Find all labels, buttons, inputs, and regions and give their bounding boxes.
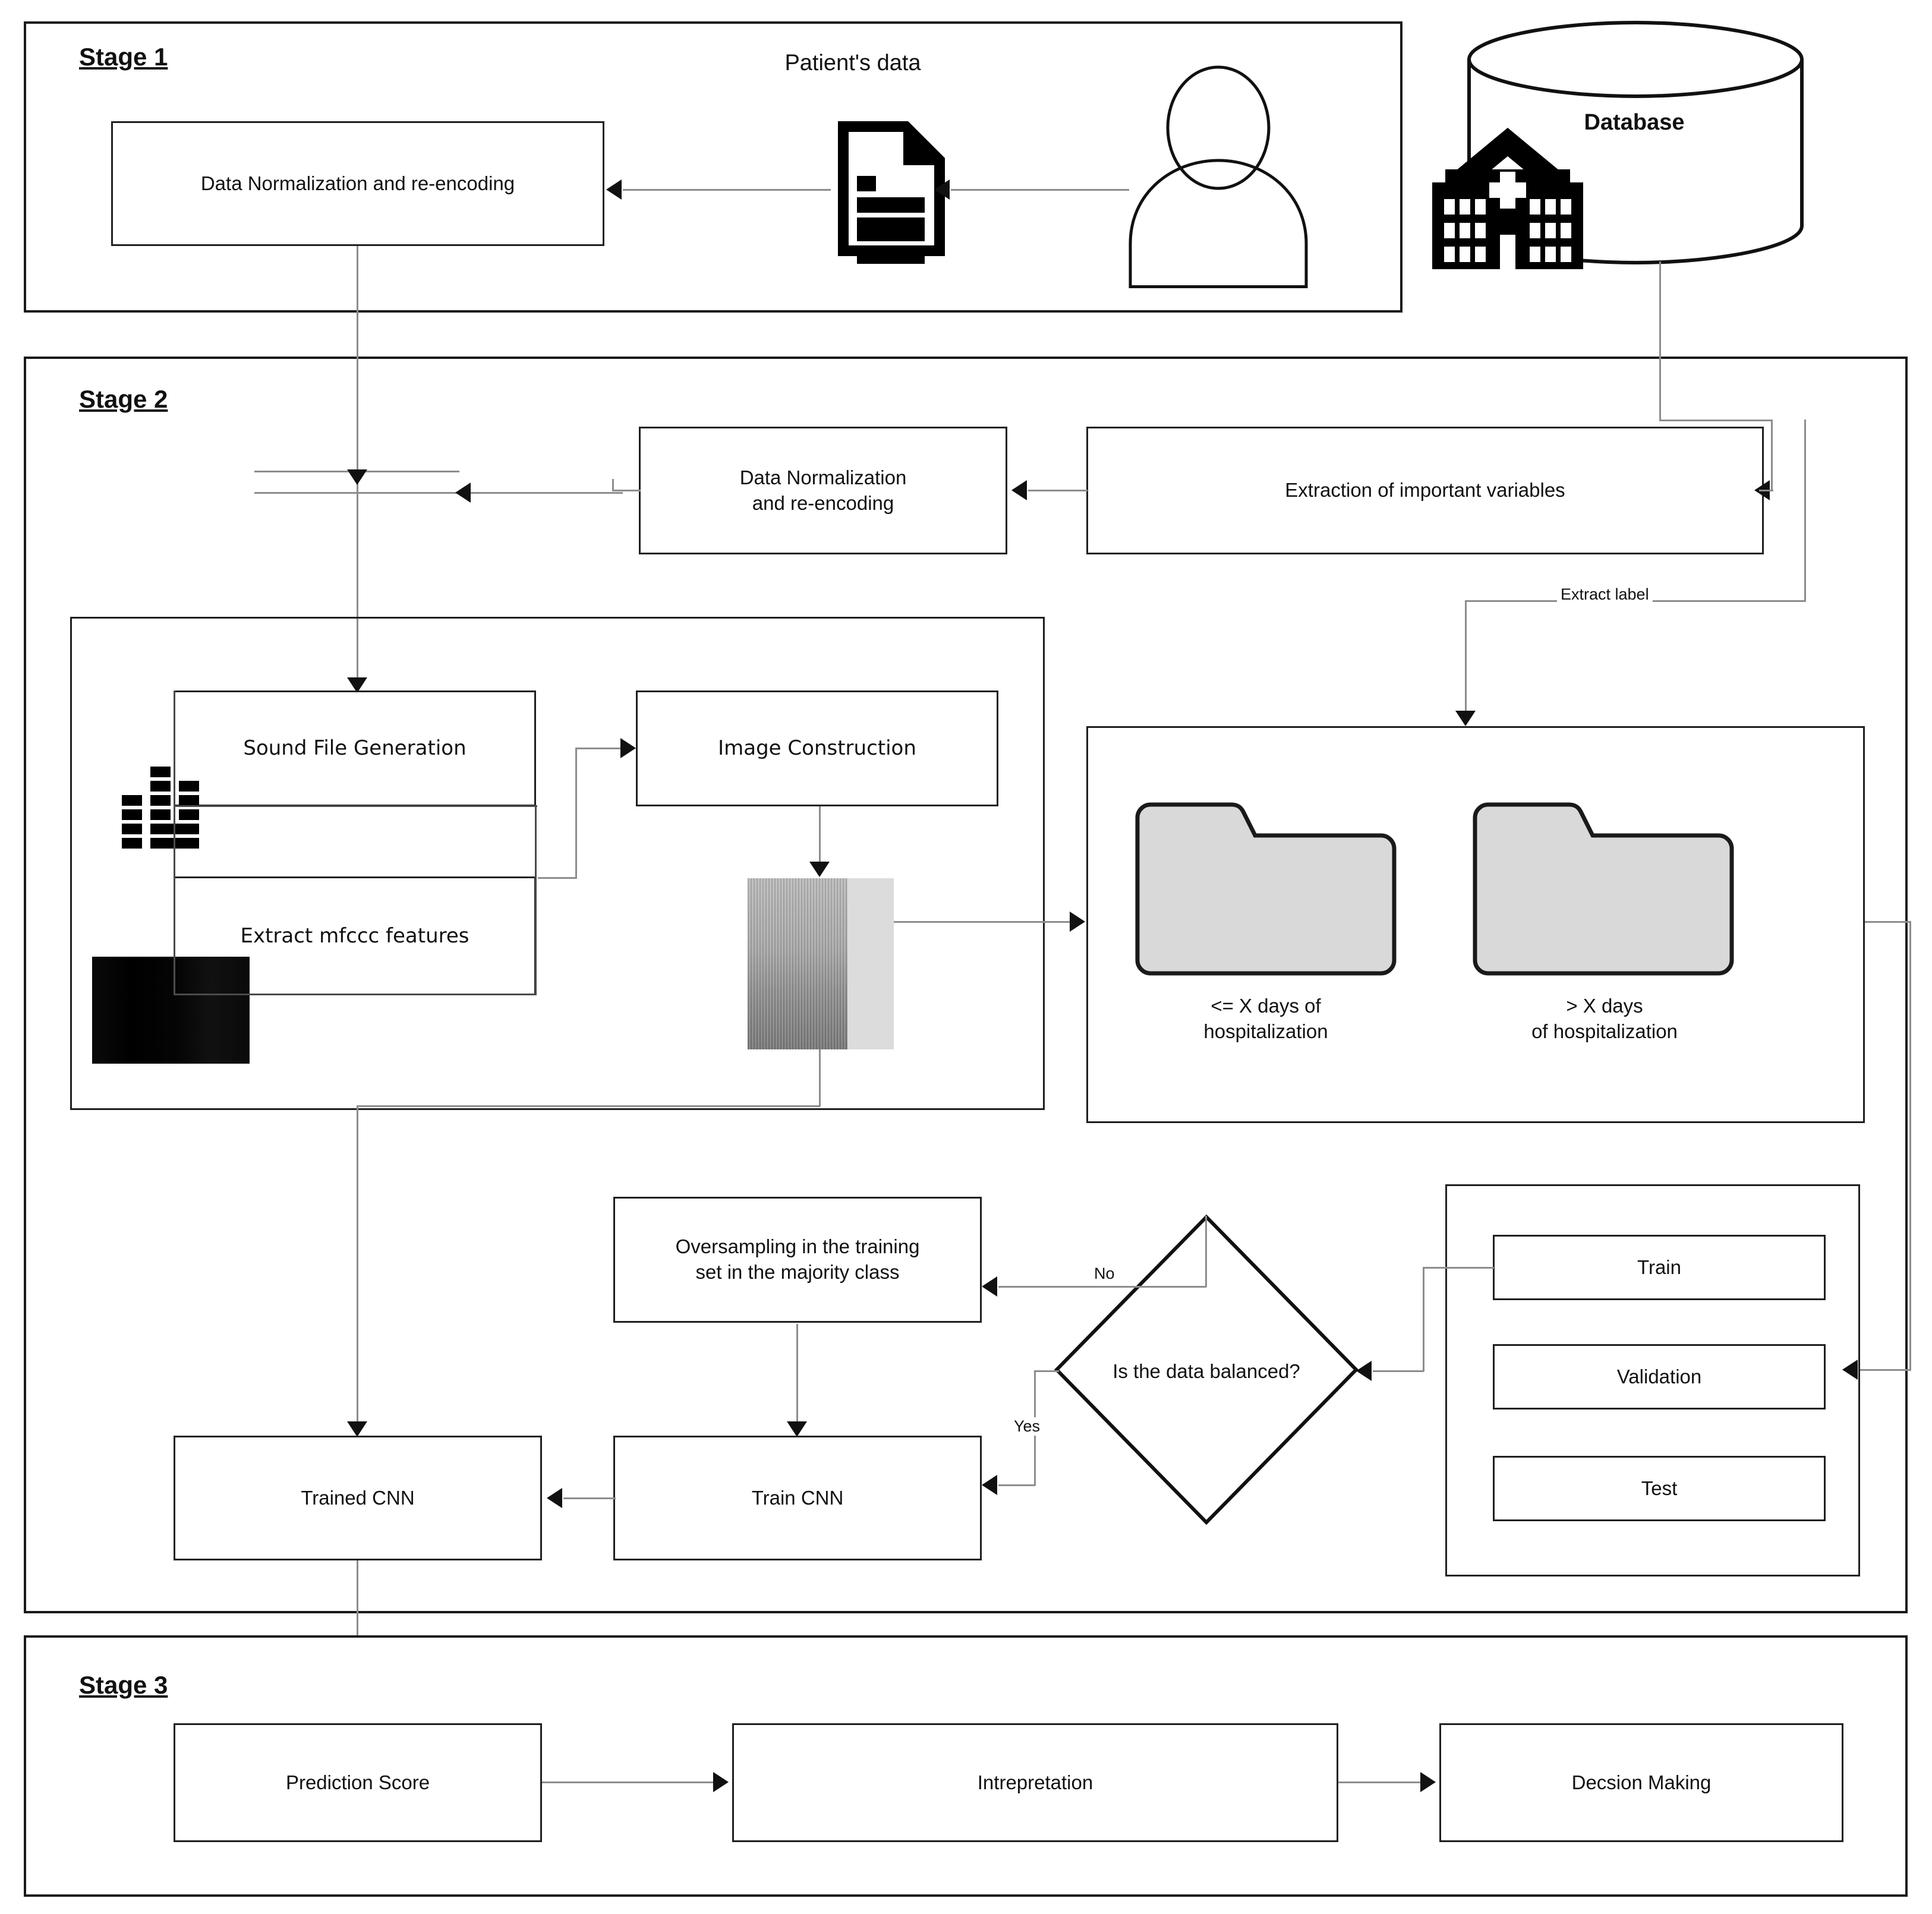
arrow-into-image-construction xyxy=(620,738,636,758)
arrow-to-document xyxy=(934,179,950,200)
arrow-down-to-soundfile xyxy=(347,677,367,693)
prediction-score-box[interactable]: Prediction Score xyxy=(174,1723,542,1842)
edge-to-image-construction xyxy=(575,748,623,749)
extract-mfccc-features-box[interactable]: Extract mfccc features xyxy=(174,876,536,995)
edge-yes-h1 xyxy=(1034,1370,1059,1372)
decision-diamond[interactable]: Is the data balanced? xyxy=(1052,1212,1361,1530)
folder-icon-le-x-days[interactable] xyxy=(1129,801,1402,982)
edge-db-down-1 xyxy=(1659,261,1661,421)
arrow-into-oversampling xyxy=(982,1276,997,1297)
edge-db-h-1 xyxy=(1659,420,1772,421)
stage-3-label: Stage 3 xyxy=(79,1671,168,1699)
person-icon xyxy=(1117,65,1319,291)
edge-label-no: No xyxy=(1091,1265,1118,1283)
edge-spectro-down xyxy=(819,1049,821,1106)
edge-split-in-h xyxy=(1859,1369,1911,1371)
stage-1-label: Stage 1 xyxy=(79,43,168,71)
sound-file-generation-box[interactable]: Sound File Generation xyxy=(174,690,536,806)
edge-yes-h2 xyxy=(998,1484,1035,1486)
document-icon-lines xyxy=(857,226,928,276)
decsion-making-box[interactable]: Decsion Making xyxy=(1439,1723,1843,1842)
stage2-data-normalization-box[interactable]: Data Normalization and re-encoding xyxy=(639,427,1007,554)
edge-spectro-down-h xyxy=(357,1105,820,1107)
document-icon xyxy=(832,119,951,261)
decision-diamond-label: Is the data balanced? xyxy=(1112,1360,1300,1382)
arrow-to-stage2-normalization xyxy=(1011,480,1027,500)
edge-sound-right xyxy=(174,805,537,807)
edge-db-to-extraction xyxy=(1759,490,1773,491)
edge-train-to-decision-h1 xyxy=(1423,1267,1494,1269)
hospital-icon xyxy=(1422,128,1594,273)
dataset-split-group xyxy=(1445,1184,1860,1576)
folders-group xyxy=(1086,726,1865,1123)
train-cnn-box[interactable]: Train CNN xyxy=(613,1436,982,1560)
image-construction-box[interactable]: Image Construction xyxy=(636,690,998,806)
database-label: Database xyxy=(1584,110,1685,135)
split-item-train[interactable]: Train xyxy=(1493,1235,1826,1300)
edge-person-to-document xyxy=(951,189,1129,191)
intrepretation-box[interactable]: Intrepretation xyxy=(732,1723,1338,1842)
arrow-into-folder-group xyxy=(1070,912,1085,932)
edge-document-to-normalization xyxy=(623,189,831,191)
edge-mfcc-bottom xyxy=(174,994,536,995)
edge-oversampling-to-train xyxy=(796,1324,798,1425)
edge-norm-to-junction-h xyxy=(612,490,641,491)
extract-label-edge-text: Extract label xyxy=(1557,585,1653,604)
arrow-junction-left xyxy=(455,483,471,503)
audio-equalizer-icon xyxy=(116,767,211,853)
edge-train-to-decision-h2 xyxy=(1373,1370,1424,1372)
stage1-data-normalization-box[interactable]: Data Normalization and re-encoding xyxy=(111,121,604,246)
edge-train-to-trained xyxy=(563,1497,616,1499)
stage-2-label: Stage 2 xyxy=(79,385,168,413)
edge-folders-to-split-v xyxy=(1909,921,1911,1370)
trained-cnn-box[interactable]: Trained CNN xyxy=(174,1436,542,1560)
mfcc-feature-image xyxy=(92,957,250,1064)
edge-label-yes: Yes xyxy=(1010,1417,1044,1436)
edge-train-to-decision-v xyxy=(1423,1267,1424,1371)
edge-norm-to-junction-v xyxy=(612,479,614,491)
edge-to-image-construction-v xyxy=(575,748,577,878)
patients-data-label: Patient's data xyxy=(784,51,921,75)
edge-stage1-to-stage2 xyxy=(357,246,358,686)
arrow-into-trained-cnn-left xyxy=(547,1488,562,1508)
arrow-into-trained-cnn xyxy=(347,1421,367,1437)
edge-db-down-2 xyxy=(1771,420,1773,490)
folder-label-gt-x-days: > X days of hospitalization xyxy=(1531,995,1678,1042)
edge-mfcc-right-v xyxy=(535,805,537,995)
feature-extraction-group xyxy=(70,617,1045,1110)
spectrogram-image-pad xyxy=(847,878,894,1049)
split-item-test[interactable]: Test xyxy=(1493,1456,1826,1521)
split-item-validation[interactable]: Validation xyxy=(1493,1344,1826,1410)
edge-spectro-to-folders xyxy=(894,921,1084,923)
edge-no-h xyxy=(998,1286,1206,1288)
edge-image-to-spectro xyxy=(819,806,821,866)
extraction-of-important-variables-box[interactable]: Extraction of important variables xyxy=(1086,427,1764,554)
edge-folders-to-split-h xyxy=(1865,921,1911,923)
arrow-into-split-group xyxy=(1842,1360,1858,1380)
edge-no-v xyxy=(1205,1216,1207,1287)
edge-extract-label-v2 xyxy=(1465,600,1467,719)
edge-interpretation-to-decision xyxy=(1338,1781,1423,1783)
arrow-into-spectrogram xyxy=(809,862,830,877)
oversampling-box[interactable]: Oversampling in the training set in the … xyxy=(613,1197,982,1323)
arrow-down-to-train-cnn xyxy=(787,1421,807,1437)
arrow-into-interpretation xyxy=(713,1772,729,1792)
arrow-into-folders-group xyxy=(1455,711,1476,726)
edge-extraction-to-normalization xyxy=(1028,490,1088,491)
edge-mfcc-join xyxy=(538,877,577,879)
arrow-junction-down xyxy=(347,469,367,485)
arrow-into-train-cnn xyxy=(982,1475,997,1495)
folder-label-le-x-days: <= X days of hospitalization xyxy=(1203,995,1328,1042)
folder-icon-gt-x-days[interactable] xyxy=(1467,801,1740,982)
edge-junction-lower xyxy=(254,492,623,494)
arrow-to-normalization xyxy=(606,179,622,200)
edge-extract-label-v1 xyxy=(1804,420,1806,601)
edge-sound-to-mfcc-v xyxy=(174,690,175,994)
arrow-into-decision xyxy=(1356,1361,1372,1381)
arrow-into-decision-making xyxy=(1420,1772,1436,1792)
edge-prediction-to-interpretation xyxy=(542,1781,716,1783)
edge-to-trained-cnn xyxy=(357,1105,358,1432)
